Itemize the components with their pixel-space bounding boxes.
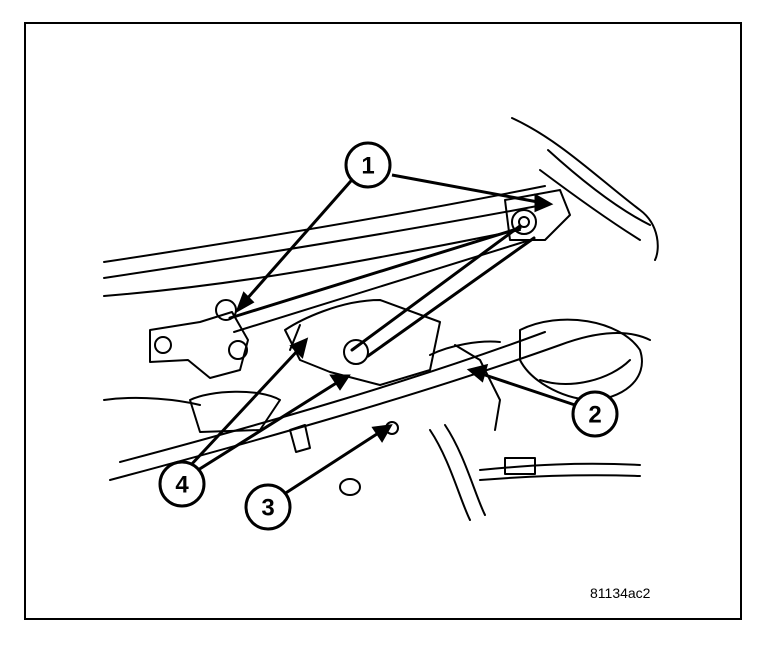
callout-4: 4 xyxy=(175,472,189,499)
hose-2 xyxy=(479,462,641,471)
engine-component xyxy=(519,318,643,401)
callout-2: 2 xyxy=(588,402,601,429)
leader-4a xyxy=(188,346,302,468)
right-pivot-bracket xyxy=(504,189,571,241)
right-pivot-nut xyxy=(511,209,537,235)
left-link xyxy=(228,226,522,320)
callout-circle-1 xyxy=(344,141,392,189)
clip xyxy=(289,424,311,453)
leader-3 xyxy=(277,430,381,500)
cowl-line-2 xyxy=(103,203,549,279)
callout-circle-4 xyxy=(158,460,206,508)
leader-1b xyxy=(391,173,539,204)
figure-code: 81134ac2 xyxy=(590,585,651,601)
lower-housing xyxy=(189,390,281,433)
motor-crank xyxy=(343,339,369,365)
callout-1: 1 xyxy=(361,153,374,180)
hose-1 xyxy=(429,429,471,521)
leader-2 xyxy=(481,372,579,408)
cowl-line-top xyxy=(103,185,546,263)
callout-circle-2 xyxy=(571,390,619,438)
callout-3: 3 xyxy=(261,495,274,522)
left-pivot-nut xyxy=(215,299,237,321)
cowl-panel-lower xyxy=(109,332,651,481)
wiper-motor xyxy=(284,299,441,386)
callout-circle-3 xyxy=(244,483,292,531)
drive-link xyxy=(350,224,522,352)
figure-border xyxy=(24,22,742,620)
left-pivot-bracket xyxy=(149,311,249,379)
leader-4b xyxy=(197,380,339,472)
leader-1a xyxy=(244,164,367,301)
body-panel-right xyxy=(511,117,659,261)
cowl-line-3 xyxy=(103,229,521,297)
module-edge xyxy=(454,344,501,431)
